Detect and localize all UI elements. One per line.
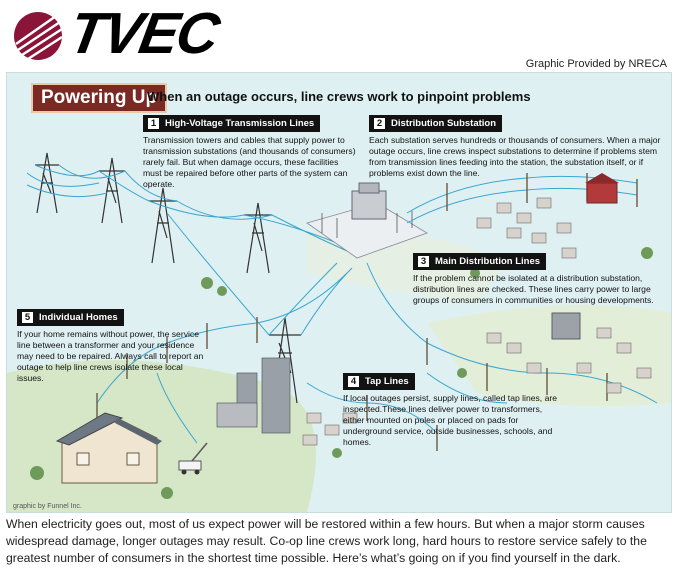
callout-main-distribution-lines: 3 Main Distribution Lines If the problem …: [413, 253, 665, 306]
callout-body: If the problem cannot be isolated at a d…: [413, 273, 654, 305]
callout-title: Tap Lines: [365, 376, 409, 387]
callout-title: High-Voltage Transmission Lines: [165, 118, 315, 129]
logo-wordmark: TVEC: [64, 1, 223, 66]
callout-individual-homes: 5 Individual Homes If your home remains w…: [17, 309, 207, 384]
callout-body: Transmission towers and cables that supp…: [143, 135, 356, 189]
callout-distribution-substation: 2 Distribution Substation Each substation…: [369, 115, 665, 179]
graphic-title: Powering Up: [31, 83, 168, 113]
footer-paragraph: When electricity goes out, most of us ex…: [6, 517, 647, 565]
callout-heading: 5 Individual Homes: [17, 309, 124, 326]
header: TVEC Graphic Provided by NRECA: [0, 0, 675, 72]
power-grid-illustration: [7, 152, 671, 512]
artist-credit: graphic by Funnel Inc.: [13, 503, 82, 510]
callout-transmission-lines: 1 High-Voltage Transmission Lines Transmi…: [143, 115, 359, 190]
infographic-panel: Powering Up When an outage occurs, line …: [6, 72, 672, 513]
graphic-subtitle: When an outage occurs, line crews work t…: [147, 89, 531, 104]
callout-number: 4: [347, 375, 360, 388]
callout-heading: 4 Tap Lines: [343, 373, 415, 390]
callout-title: Individual Homes: [39, 312, 118, 323]
callout-heading: 1 High-Voltage Transmission Lines: [143, 115, 321, 132]
callout-body: Each substation serves hundreds or thous…: [369, 135, 661, 178]
callout-tap-lines: 4 Tap Lines If local outages persist, sup…: [343, 373, 557, 448]
callout-number: 1: [147, 117, 160, 130]
tvec-logo-icon: [14, 12, 63, 61]
callout-body: If your home remains without power, the …: [17, 329, 204, 383]
callout-number: 5: [21, 311, 34, 324]
callout-title: Distribution Substation: [391, 118, 497, 129]
callout-number: 2: [373, 117, 386, 130]
callout-heading: 3 Main Distribution Lines: [413, 253, 547, 270]
callout-heading: 2 Distribution Substation: [369, 115, 503, 132]
callout-number: 3: [417, 255, 430, 268]
graphic-credit: Graphic Provided by NRECA: [525, 58, 667, 70]
callout-body: If local outages persist, supply lines, …: [343, 393, 558, 447]
callout-title: Main Distribution Lines: [435, 256, 541, 267]
